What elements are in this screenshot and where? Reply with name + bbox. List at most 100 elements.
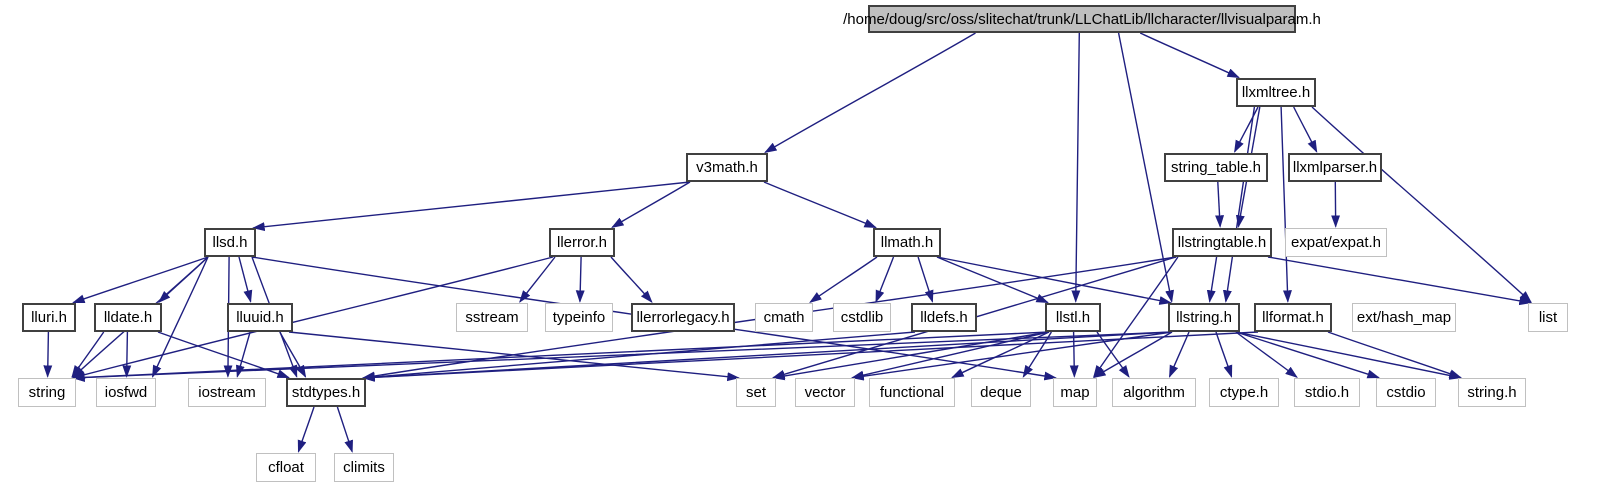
graph-node-ctypeh[interactable]: ctype.h <box>1209 378 1279 407</box>
graph-node-label: llmath.h <box>880 234 934 251</box>
graph-node-label: lldefs.h <box>920 309 968 326</box>
graph-node-llmath[interactable]: llmath.h <box>873 228 941 257</box>
graph-node-cstdio[interactable]: cstdio <box>1376 378 1436 407</box>
graph-node-v3math[interactable]: v3math.h <box>686 153 768 182</box>
graph-edge-llstring-to-algorithm <box>1168 331 1190 378</box>
graph-node-functional[interactable]: functional <box>869 378 955 407</box>
graph-node-algorithm[interactable]: algorithm <box>1112 378 1196 407</box>
graph-edge-stdtypes-to-climits <box>336 406 353 453</box>
graph-node-label: expat/expat.h <box>1290 234 1382 251</box>
graph-node-label: cstdlib <box>840 309 884 326</box>
graph-node-label: climits <box>343 459 385 476</box>
graph-edge-llxmltree-to-string_table <box>1234 106 1259 153</box>
graph-node-label: lluri.h <box>31 309 67 326</box>
graph-edge-v3math-to-llerror <box>611 181 691 228</box>
graph-node-llxmltree[interactable]: llxmltree.h <box>1236 78 1316 107</box>
graph-edge-llstring-to-stdtypes <box>362 331 1173 382</box>
graph-edge-llstl-to-functional <box>951 331 1050 378</box>
graph-node-label: llerror.h <box>556 234 608 251</box>
graph-node-label: llstring.h <box>1176 309 1232 326</box>
graph-node-label: llstringtable.h <box>1177 234 1267 251</box>
graph-node-set[interactable]: set <box>736 378 776 407</box>
graph-edge-llmath-to-cmath <box>809 256 878 303</box>
graph-edge-llstring-to-ctypeh <box>1215 331 1233 378</box>
graph-node-map[interactable]: map <box>1053 378 1097 407</box>
graph-node-label: ext/hash_map <box>1356 309 1452 326</box>
graph-node-label: iosfwd <box>104 384 148 401</box>
graph-node-label: iostream <box>198 384 256 401</box>
graph-node-exthashmap[interactable]: ext/hash_map <box>1352 303 1456 332</box>
graph-node-llformat[interactable]: llformat.h <box>1254 303 1332 332</box>
graph-edge-llstl-to-deque <box>1022 331 1052 378</box>
graph-node-label: ctype.h <box>1219 384 1269 401</box>
graph-edge-root-to-v3math <box>764 32 976 153</box>
graph-node-label: v3math.h <box>696 159 758 176</box>
graph-node-label: llformat.h <box>1262 309 1324 326</box>
graph-edge-llstl-to-vector <box>851 331 1050 380</box>
graph-edge-llstl-to-string <box>72 331 1050 382</box>
graph-edge-llstring-to-stringh <box>1235 331 1462 380</box>
graph-node-sstream[interactable]: sstream <box>456 303 528 332</box>
graph-node-cstdlib[interactable]: cstdlib <box>833 303 891 332</box>
graph-edge-root-to-llxmltree <box>1139 32 1240 79</box>
graph-edge-llstring-to-vector <box>851 331 1173 381</box>
graph-node-root[interactable]: /home/doug/src/oss/slitechat/trunk/LLCha… <box>843 5 1321 33</box>
graph-node-expatexpat[interactable]: expat/expat.h <box>1285 228 1387 257</box>
graph-edge-llstring-to-string <box>72 331 1173 382</box>
graph-node-lldate[interactable]: lldate.h <box>94 303 162 332</box>
graph-edge-lldate-to-stdtypes <box>157 331 290 379</box>
graph-node-cfloat[interactable]: cfloat <box>256 453 316 482</box>
graph-node-list[interactable]: list <box>1528 303 1568 332</box>
graph-node-label: stdtypes.h <box>291 384 361 401</box>
graph-node-label: llxmltree.h <box>1241 84 1311 101</box>
graph-edge-root-to-llstl <box>1071 32 1081 303</box>
graph-edge-llstring-to-cstdio <box>1235 331 1380 379</box>
graph-node-cmath[interactable]: cmath <box>755 303 813 332</box>
graph-node-llerror[interactable]: llerror.h <box>549 228 615 257</box>
graph-node-stdioh[interactable]: stdio.h <box>1294 378 1360 407</box>
graph-node-llxmlparser[interactable]: llxmlparser.h <box>1288 153 1382 182</box>
graph-edge-llerror-to-typeinfo <box>575 256 585 303</box>
graph-node-label: cstdio <box>1386 384 1426 401</box>
graph-edge-lluuid-to-iostream <box>235 331 251 378</box>
graph-node-typeinfo[interactable]: typeinfo <box>545 303 613 332</box>
graph-node-llstl[interactable]: llstl.h <box>1045 303 1101 332</box>
graph-node-label: cfloat <box>268 459 304 476</box>
graph-node-label: /home/doug/src/oss/slitechat/trunk/LLCha… <box>843 10 1321 28</box>
graph-edge-llstring-to-stdioh <box>1235 331 1298 378</box>
graph-edge-llmath-to-cstdlib <box>875 256 895 303</box>
graph-node-label: functional <box>879 384 945 401</box>
graph-node-label: deque <box>980 384 1022 401</box>
graph-node-llsd[interactable]: llsd.h <box>204 228 256 257</box>
graph-node-iostream[interactable]: iostream <box>188 378 266 407</box>
graph-edge-v3math-to-llsd <box>252 181 691 232</box>
graph-node-string[interactable]: string <box>18 378 76 407</box>
graph-node-label: llerrorlegacy.h <box>636 309 730 326</box>
graph-node-lldefs[interactable]: lldefs.h <box>911 303 977 332</box>
graph-edge-llsd-to-iosfwd <box>151 256 209 378</box>
graph-node-llstring[interactable]: llstring.h <box>1168 303 1240 332</box>
graph-node-vector[interactable]: vector <box>795 378 855 407</box>
graph-edge-llerror-to-string <box>72 256 554 380</box>
graph-edge-llerror-to-sstream <box>519 256 556 303</box>
graph-node-string_table[interactable]: string_table.h <box>1164 153 1268 182</box>
graph-node-iosfwd[interactable]: iosfwd <box>96 378 156 407</box>
graph-node-stringh[interactable]: string.h <box>1458 378 1526 407</box>
graph-edge-lluuid-to-set <box>288 331 740 382</box>
graph-edge-stdtypes-to-cfloat <box>297 406 315 453</box>
graph-edge-string_table-to-llstringtable <box>1215 181 1225 228</box>
graph-edge-lluuid-to-stdtypes <box>279 331 307 378</box>
graph-node-stdtypes[interactable]: stdtypes.h <box>286 378 366 407</box>
graph-node-lluuid[interactable]: lluuid.h <box>227 303 293 332</box>
graph-edge-llmath-to-llstl <box>936 256 1049 304</box>
graph-node-label: llxmlparser.h <box>1292 159 1378 176</box>
graph-edge-llstl-to-map <box>1069 331 1079 378</box>
graph-node-llerrorlegacy[interactable]: llerrorlegacy.h <box>631 303 735 332</box>
graph-node-label: typeinfo <box>552 309 606 326</box>
graph-node-deque[interactable]: deque <box>971 378 1031 407</box>
graph-node-label: map <box>1060 384 1090 401</box>
graph-node-climits[interactable]: climits <box>334 453 394 482</box>
graph-node-llstringtable[interactable]: llstringtable.h <box>1172 228 1272 257</box>
graph-node-lluri[interactable]: lluri.h <box>22 303 76 332</box>
